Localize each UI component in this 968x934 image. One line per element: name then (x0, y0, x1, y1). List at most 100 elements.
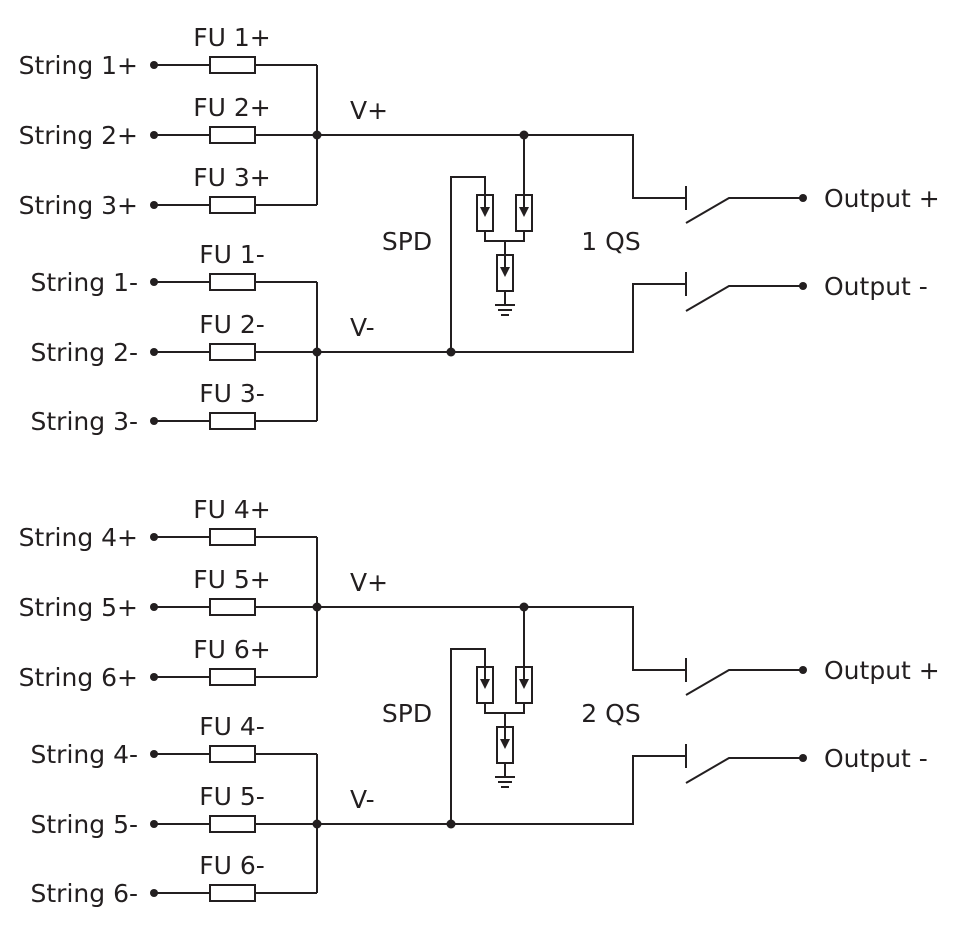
spd-ground-element (496, 726, 514, 764)
bus-positive-label: V+ (350, 96, 388, 125)
string-label: String 5- (31, 810, 138, 839)
output-positive-label: Output + (824, 656, 940, 685)
junction-dot (312, 130, 322, 140)
fuse-label: FU 4+ (193, 495, 270, 524)
output-negative-label: Output - (824, 744, 928, 773)
fuse-label: FU 5+ (193, 565, 270, 594)
fuse-label: FU 4- (199, 712, 265, 741)
circuit-block-1: String 1+ FU 1+ String 1- FU 1- String 2+ FU … (19, 23, 940, 436)
bus-positive-label: V+ (350, 568, 388, 597)
fuse-icon (209, 528, 256, 546)
junction-dot (312, 819, 322, 829)
fuse-icon (209, 745, 256, 763)
surge-protector: SPD (382, 135, 533, 352)
string-label: String 6- (31, 879, 138, 908)
string-label: String 3- (31, 407, 138, 436)
surge-protector: SPD (382, 607, 533, 824)
fuse-label: FU 1+ (193, 23, 270, 52)
string-neg-branch: String 5- FU 5- (31, 782, 317, 839)
fuse-label: FU 5- (199, 782, 265, 811)
output-positive-label: Output + (824, 184, 940, 213)
ground-icon (495, 776, 515, 788)
fuse-icon (209, 668, 256, 686)
bus-negative-label: V- (350, 313, 375, 342)
fuse-label: FU 3- (199, 379, 265, 408)
bus-negative-label: V- (350, 785, 375, 814)
junction-dot (312, 347, 322, 357)
negative-bus (317, 755, 686, 825)
string-neg-branch: String 6- FU 6- (31, 851, 317, 908)
switch-blade-positive (685, 669, 803, 696)
ground-icon (495, 304, 515, 316)
spd-common-link (484, 231, 525, 242)
string-neg-branch: String 1- FU 1- (31, 240, 317, 297)
positive-bus (317, 606, 686, 671)
string-pos-branch: String 1+ FU 1+ (19, 23, 317, 80)
string-label: String 6+ (19, 663, 138, 692)
spd-element (476, 666, 494, 704)
string-label: String 5+ (19, 593, 138, 622)
spd-arrow-icon (480, 679, 490, 689)
string-label: String 1- (31, 268, 138, 297)
circuit-block-2: String 4+ FU 4+ String 4- FU 4- String 5+ FU … (19, 495, 940, 908)
fuse-icon (209, 343, 256, 361)
junction-dot (312, 602, 322, 612)
spd-label: SPD (382, 699, 432, 728)
fuse-label: FU 2+ (193, 93, 270, 122)
switch-blade-negative (685, 285, 803, 312)
switch-label: 1 QS (581, 227, 640, 256)
output-terminal-dot (799, 666, 807, 674)
spd-arrow-icon (519, 207, 529, 217)
output-terminal-dot (799, 282, 807, 290)
disconnect-switch: 1 QS Output + Output - (581, 184, 940, 312)
positive-bus (317, 134, 686, 199)
fuse-icon (209, 412, 256, 430)
string-pos-branch: String 3+ FU 3+ (19, 163, 317, 220)
spd-negative-lead (450, 648, 486, 824)
spd-label: SPD (382, 227, 432, 256)
string-neg-branch: String 4- FU 4- (31, 712, 317, 769)
string-pos-branch: String 2+ FU 2+ (19, 93, 317, 150)
fuse-icon (209, 273, 256, 291)
fuse-icon (209, 126, 256, 144)
fuse-label: FU 6- (199, 851, 265, 880)
string-pos-branch: String 6+ FU 6+ (19, 635, 317, 692)
spd-arrow-icon (500, 739, 510, 749)
string-label: String 2- (31, 338, 138, 367)
string-label: String 1+ (19, 51, 138, 80)
string-label: String 3+ (19, 191, 138, 220)
fuse-label: FU 1- (199, 240, 265, 269)
output-terminal-dot (799, 194, 807, 202)
string-label: String 4- (31, 740, 138, 769)
spd-arrow-icon (500, 267, 510, 277)
string-label: String 4+ (19, 523, 138, 552)
switch-label: 2 QS (581, 699, 640, 728)
fuse-label: FU 6+ (193, 635, 270, 664)
spd-negative-lead (450, 176, 486, 352)
fuse-icon (209, 56, 256, 74)
string-label: String 2+ (19, 121, 138, 150)
spd-element (515, 194, 533, 232)
string-pos-branch: String 5+ FU 5+ (19, 565, 317, 622)
fuse-icon (209, 884, 256, 902)
spd-ground-element (496, 254, 514, 292)
fuse-icon (209, 598, 256, 616)
output-terminal-dot (799, 754, 807, 762)
string-neg-branch: String 3- FU 3- (31, 379, 317, 436)
spd-element (515, 666, 533, 704)
disconnect-switch: 2 QS Output + Output - (581, 656, 940, 784)
spd-element (476, 194, 494, 232)
spd-common-link (484, 703, 525, 714)
switch-blade-negative (685, 757, 803, 784)
output-negative-label: Output - (824, 272, 928, 301)
fuse-icon (209, 815, 256, 833)
spd-arrow-icon (519, 679, 529, 689)
negative-bus (317, 283, 686, 353)
spd-arrow-icon (480, 207, 490, 217)
string-pos-branch: String 4+ FU 4+ (19, 495, 317, 552)
string-neg-branch: String 2- FU 2- (31, 310, 317, 367)
switch-blade-positive (685, 197, 803, 224)
fuse-label: FU 2- (199, 310, 265, 339)
fuse-label: FU 3+ (193, 163, 270, 192)
